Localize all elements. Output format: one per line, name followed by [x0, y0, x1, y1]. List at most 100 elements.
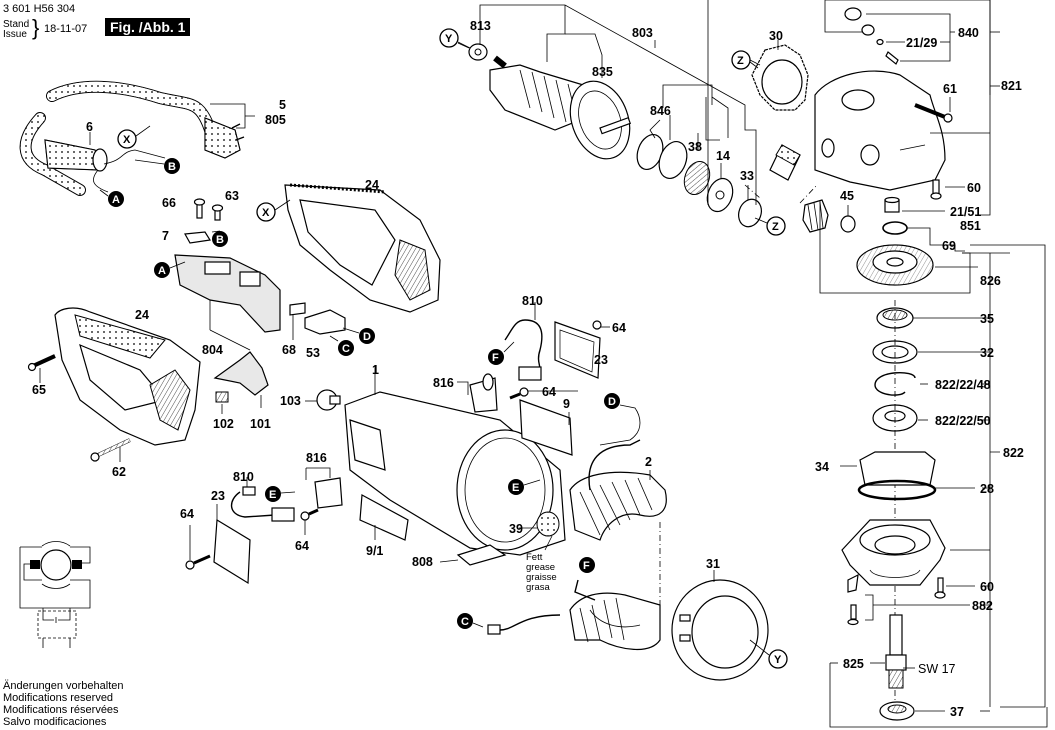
- grease-note: Fett grease graisse grasa: [526, 552, 557, 593]
- label-6: 6: [86, 120, 93, 134]
- label-64-c: 64: [180, 507, 194, 521]
- motor-housing-handle-upper: [284, 183, 441, 313]
- label-63: 63: [225, 189, 239, 203]
- connector-F-coil: F: [579, 557, 595, 573]
- label-28: 28: [980, 482, 994, 496]
- svg-text:Y: Y: [445, 33, 453, 45]
- connector-A-cord: A: [108, 191, 124, 207]
- label-14: 14: [716, 149, 730, 163]
- label-64-d: 64: [295, 539, 309, 553]
- label-45: 45: [840, 189, 854, 203]
- insulation-9-1: [359, 494, 409, 541]
- label-803: 803: [632, 26, 653, 40]
- label-68: 68: [282, 343, 296, 357]
- handle-lower-part: [54, 307, 201, 446]
- field-coil-upper: [569, 439, 667, 541]
- label-102: 102: [213, 417, 234, 431]
- connector-A-switch: A: [154, 262, 170, 278]
- bearing-flange: [841, 519, 946, 586]
- insulation-9: [519, 399, 573, 456]
- circlip-69: [882, 221, 908, 235]
- svg-text:Y: Y: [774, 654, 782, 666]
- reference-markers: X X Y Y Z Z: [117, 28, 788, 669]
- carbon-brush-upper: [504, 319, 543, 381]
- ref-X-cord: X: [117, 129, 137, 149]
- brush-end-cap: [671, 579, 769, 681]
- label-9: 9: [563, 397, 570, 411]
- pinion: [802, 199, 829, 233]
- label-30: 30: [769, 29, 783, 43]
- lock-pin: [885, 51, 899, 65]
- svg-text:D: D: [363, 331, 371, 343]
- label-65: 65: [32, 383, 46, 397]
- label-21-51: 21/51: [950, 205, 981, 219]
- label-846: 846: [650, 104, 671, 118]
- label-64-a: 64: [612, 321, 626, 335]
- svg-text:F: F: [583, 560, 590, 572]
- connector-C-switch: C: [338, 340, 354, 356]
- connector-F-brush: F: [488, 349, 504, 365]
- label-810-lower: 810: [233, 470, 254, 484]
- footer-line-fr: Modifications réservées: [3, 704, 119, 716]
- ref-X-housing: X: [256, 202, 276, 222]
- svg-text:E: E: [269, 489, 276, 501]
- label-66: 66: [162, 196, 176, 210]
- label-64-b: 64: [542, 385, 556, 399]
- brush-insert: [769, 144, 801, 181]
- svg-text:E: E: [512, 482, 519, 494]
- brace-symbol: }: [32, 15, 40, 40]
- label-33: 33: [740, 169, 754, 183]
- label-31: 31: [706, 557, 720, 571]
- label-61: 61: [943, 82, 957, 96]
- brush-holder-lower: [314, 477, 343, 509]
- ref-Z-gear: Z: [731, 50, 751, 70]
- label-1: 1: [372, 363, 379, 377]
- label-813: 813: [470, 19, 491, 33]
- issue-label: Issue: [3, 29, 27, 40]
- connector-D-coil: D: [604, 393, 620, 409]
- footer-line-en: Modifications reserved: [3, 692, 114, 704]
- ref-Y-armature: Y: [439, 28, 459, 48]
- part-labels: 5 805 6 66 63 7 24 24 804 68 53 65 102 1…: [32, 19, 1024, 719]
- label-821: 821: [1001, 79, 1022, 93]
- label-53: 53: [306, 346, 320, 360]
- label-24-lower: 24: [135, 308, 149, 322]
- connector-B-cord: B: [164, 158, 180, 174]
- label-23-upper: 23: [594, 353, 608, 367]
- ref-Y-endcap: Y: [768, 649, 788, 669]
- label-851: 851: [960, 219, 981, 233]
- label-5: 5: [279, 98, 286, 112]
- label-103: 103: [280, 394, 301, 408]
- leader-805: [210, 103, 255, 129]
- part-103: [316, 389, 341, 411]
- svg-text:X: X: [123, 134, 131, 146]
- label-805: 805: [265, 113, 286, 127]
- grease-note-line-4: grasa: [526, 582, 550, 593]
- o-ring-28: [857, 479, 937, 501]
- field-coil-lower: [487, 579, 661, 651]
- label-39: 39: [509, 522, 523, 536]
- gear-housing-part: [814, 70, 946, 191]
- trigger-part: [213, 351, 269, 403]
- insulation-808: [456, 544, 507, 566]
- bevel-gear-30: [751, 44, 809, 111]
- connector-D-switch: D: [359, 328, 375, 344]
- connector-E-brush: E: [265, 486, 281, 502]
- stand-label: Stand: [3, 19, 30, 30]
- svg-text:A: A: [158, 265, 166, 277]
- label-60-lower: 60: [980, 580, 994, 594]
- label-804: 804: [202, 343, 223, 357]
- label-808: 808: [412, 555, 433, 569]
- label-816-upper: 816: [433, 376, 454, 390]
- connector-B-switch: B: [212, 231, 228, 247]
- footer-line-de: Änderungen vorbehalten: [3, 680, 124, 692]
- nut-45: [840, 215, 856, 233]
- spring: [861, 24, 875, 36]
- label-826: 826: [980, 274, 1001, 288]
- o-ring: [876, 38, 884, 46]
- grease-note-line-3: graisse: [526, 572, 557, 583]
- label-37: 37: [950, 705, 964, 719]
- label-822-22-50: 822/22/50: [935, 414, 991, 428]
